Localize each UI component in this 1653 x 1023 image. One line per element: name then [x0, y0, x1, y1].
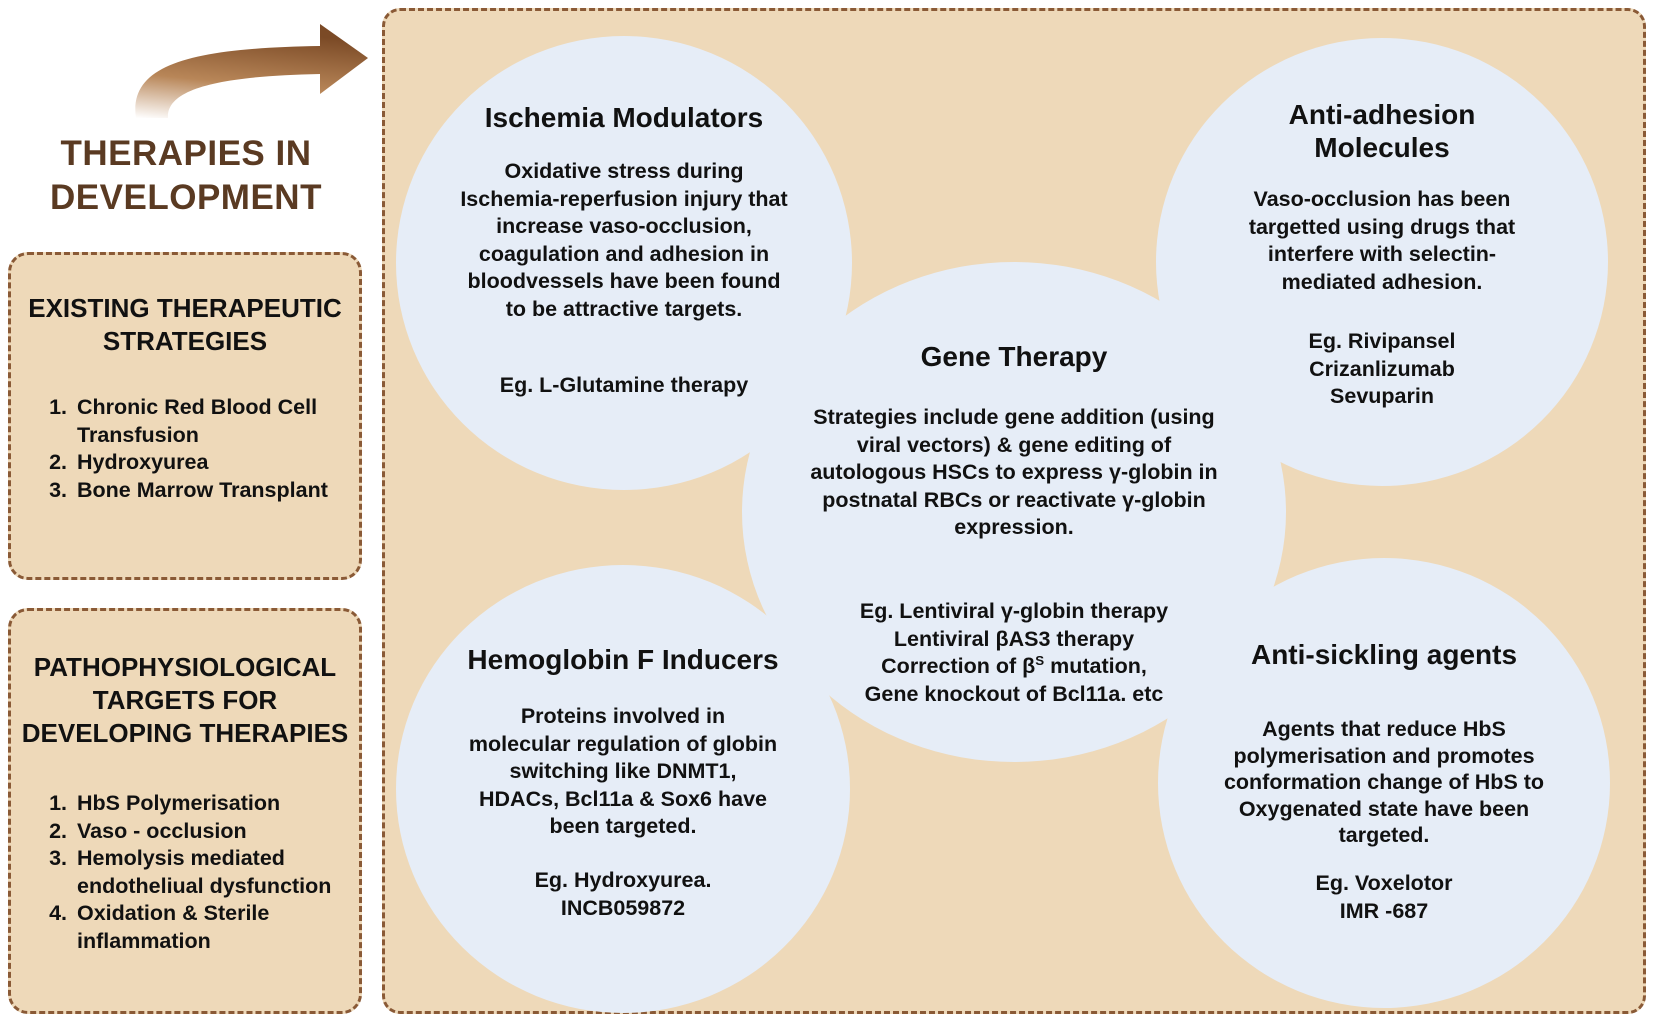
- anti-sickling-body: Agents that reduce HbS polymerisation an…: [1223, 717, 1545, 847]
- list-item: Bone Marrow Transplant: [73, 477, 353, 505]
- example-line: Gene knockout of Bcl11a. etc: [864, 681, 1164, 706]
- existing-strategies-heading: EXISTING THERAPEUTIC STRATEGIES: [28, 293, 342, 356]
- gene-therapy-circle: Gene Therapy Strategies include gene add…: [742, 262, 1286, 762]
- curved-arrow-icon: [120, 12, 380, 127]
- hbf-examples: Eg. Hydroxyurea. INCB059872: [396, 867, 850, 922]
- patho-targets-box: PATHOPHYSIOLOGICAL TARGETS FOR DEVELOPIN…: [8, 608, 362, 1014]
- example-line: Eg. Hydroxyurea.: [534, 868, 712, 892]
- superscript: S: [1035, 653, 1045, 669]
- existing-strategies-box: EXISTING THERAPEUTIC STRATEGIES Chronic …: [8, 252, 362, 580]
- list-item: Oxidation & Sterile inflammation: [73, 900, 353, 955]
- example-line: IMR -687: [1339, 898, 1429, 923]
- hbf-title: Hemoglobin F Inducers: [467, 644, 779, 675]
- existing-strategies-list: Chronic Red Blood Cell Transfusion Hydro…: [11, 394, 359, 504]
- example-line: Crizanlizumab: [1309, 356, 1455, 381]
- anti-adhesion-examples: Eg. Rivipansel Crizanlizumab Sevuparin: [1156, 328, 1608, 411]
- list-item: Vaso - occlusion: [73, 818, 353, 846]
- patho-targets-list: HbS Polymerisation Vaso - occlusion Hemo…: [11, 790, 359, 955]
- anti-adhesion-body: Vaso-occlusion has been targetted using …: [1248, 187, 1516, 294]
- anti-sickling-examples: Eg. Voxelotor IMR -687: [1158, 870, 1610, 925]
- hemoglobin-f-inducers-circle: Hemoglobin F Inducers Proteins involved …: [396, 565, 850, 1013]
- example-line: Eg. Lentiviral γ-globin therapy: [859, 599, 1169, 623]
- main-title: THERAPIES IN DEVELOPMENT: [50, 134, 322, 217]
- ischemia-example: Eg. L-Glutamine therapy: [499, 373, 749, 397]
- anti-adhesion-title: Anti-adhesion Molecules: [1288, 99, 1476, 163]
- list-item: HbS Polymerisation: [73, 790, 353, 818]
- example-text: mutation,: [1044, 654, 1147, 678]
- example-line: Eg. Voxelotor: [1315, 871, 1453, 895]
- example-line: Lentiviral βAS3 therapy: [893, 626, 1135, 651]
- gene-examples: Eg. Lentiviral γ-globin therapy Lentivir…: [742, 598, 1286, 708]
- example-line: Sevuparin: [1330, 384, 1434, 408]
- list-item: Hemolysis mediated endotheliual dysfunct…: [73, 845, 353, 900]
- ischemia-title: Ischemia Modulators: [484, 102, 764, 133]
- patho-targets-heading: PATHOPHYSIOLOGICAL TARGETS FOR DEVELOPIN…: [21, 652, 349, 748]
- gene-title: Gene Therapy: [920, 341, 1108, 372]
- anti-sickling-title: Anti-sickling agents: [1250, 639, 1518, 670]
- example-line: INCB059872: [560, 895, 686, 920]
- gene-body: Strategies include gene addition (using …: [810, 405, 1218, 539]
- list-item: Hydroxyurea: [73, 449, 353, 477]
- example-line: Eg. Rivipansel: [1308, 329, 1456, 353]
- ischemia-modulators-circle: Ischemia Modulators Oxidative stress dur…: [396, 36, 852, 490]
- hbf-body: Proteins involved in molecular regulatio…: [468, 704, 778, 838]
- list-item: Chronic Red Blood Cell Transfusion: [73, 394, 353, 449]
- anti-sickling-circle: Anti-sickling agents Agents that reduce …: [1158, 558, 1610, 1008]
- example-text: Correction of β: [881, 654, 1036, 678]
- ischemia-body: Oxidative stress during Ischemia-reperfu…: [460, 159, 788, 321]
- example-line: Correction of βS mutation,: [742, 653, 1286, 681]
